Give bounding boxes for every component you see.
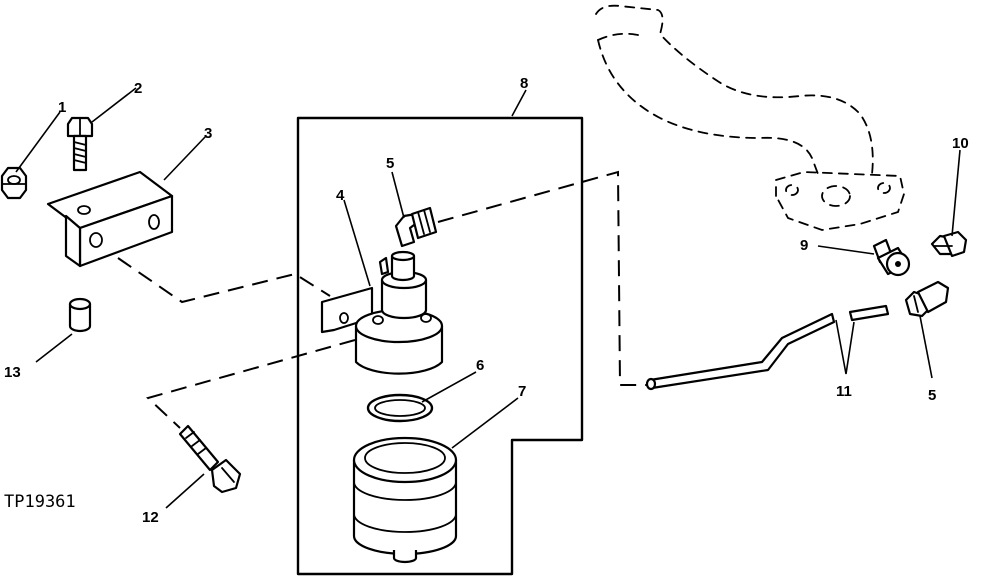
callout-12: 12 — [142, 509, 159, 526]
callout-6: 6 — [476, 357, 484, 374]
fuel-lines — [645, 304, 890, 391]
connector-fitting — [930, 230, 968, 258]
callout-4: 4 — [336, 187, 345, 204]
callout-5-upper: 5 — [386, 155, 394, 172]
leader-lines — [15, 87, 961, 509]
callout-2: 2 — [134, 80, 142, 97]
figure-reference: TP19361 — [4, 492, 76, 512]
cap-screw — [66, 116, 94, 172]
callout-8: 8 — [520, 75, 528, 92]
kit-outline — [296, 116, 584, 576]
callout-9: 9 — [800, 237, 808, 254]
callout-10: 10 — [952, 135, 969, 152]
o-ring — [366, 393, 434, 423]
assembly-lines — [117, 170, 648, 429]
spacer — [68, 297, 92, 333]
callout-11: 11 — [836, 383, 852, 400]
nut — [0, 166, 28, 200]
callout-3: 3 — [204, 125, 212, 142]
callout-7: 7 — [518, 383, 526, 400]
callout-5-lower: 5 — [928, 387, 936, 404]
elbow-fitting-upper — [394, 206, 438, 248]
long-cap-screw — [178, 424, 242, 494]
callout-13: 13 — [4, 364, 21, 381]
filter-element — [352, 436, 458, 564]
callout-1: 1 — [58, 99, 66, 116]
angle-bracket — [46, 170, 174, 268]
filter-head — [320, 250, 444, 375]
elbow-fitting-lower — [904, 280, 950, 318]
engine-manifold — [595, 4, 905, 231]
plug-fitting — [872, 238, 911, 277]
